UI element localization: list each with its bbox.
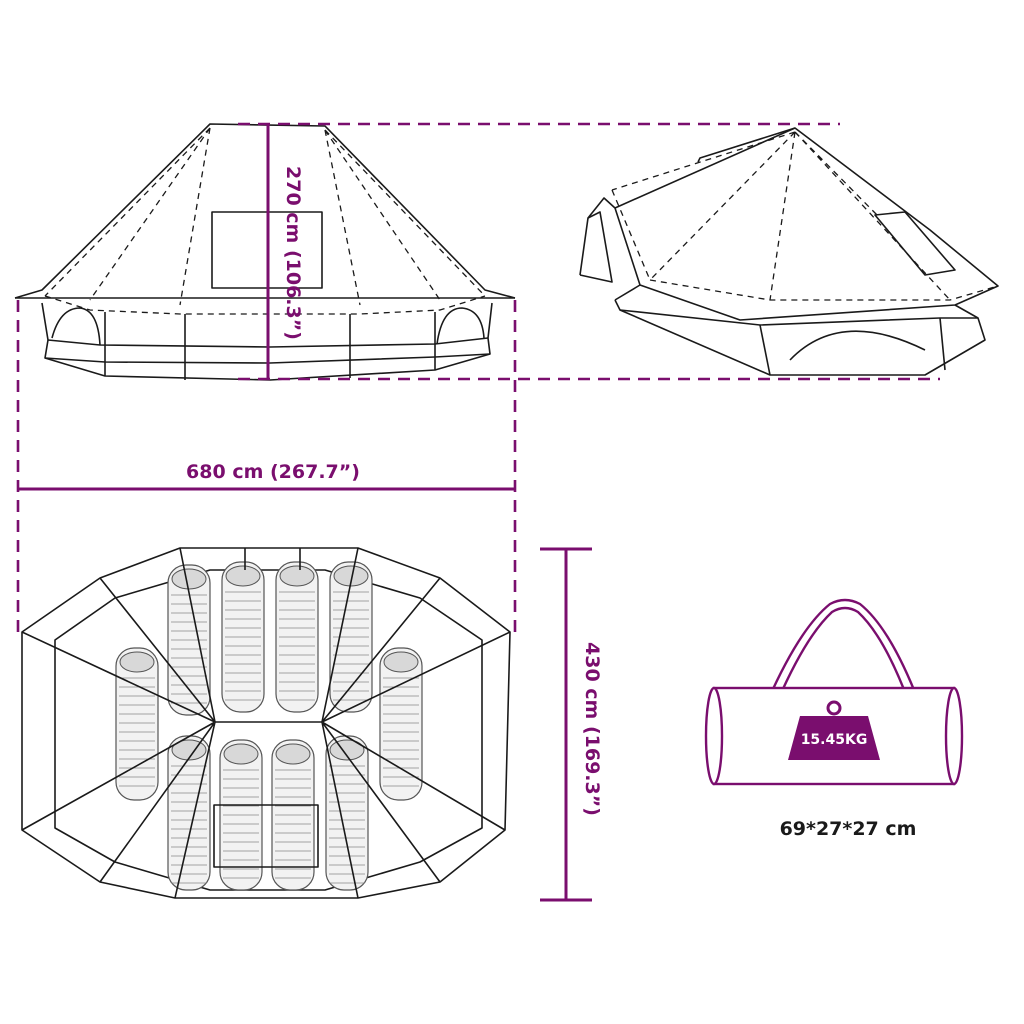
sleeping-bag [325, 735, 369, 891]
sleeping-bag [167, 564, 211, 716]
bag-weight-label: 15.45KG [801, 732, 868, 748]
bag-size-label: 69*27*27 cm [780, 818, 917, 840]
bag-handle [776, 606, 910, 701]
sleeping-bags [115, 561, 423, 891]
tent-door [213, 804, 319, 868]
bag-end-cap [704, 686, 724, 786]
bag-end-cap [944, 686, 964, 786]
tent-window [874, 211, 956, 276]
height-label: 270 cm (106.3”) [282, 166, 304, 340]
depth-label: 430 cm (169.3”) [581, 642, 603, 816]
bag-handle [766, 598, 920, 701]
carry-bag: 15.45KG [704, 598, 964, 786]
tent-perspective-view [579, 127, 999, 376]
sleeping-bag [219, 739, 263, 891]
sleeping-bag [275, 561, 319, 713]
sleeping-bag [221, 561, 265, 713]
sleeping-bag [271, 739, 315, 891]
width-label: 680 cm (267.7”) [186, 461, 360, 483]
sleeping-bag [115, 647, 159, 801]
sleeping-bag [167, 735, 211, 891]
tent-front-view [14, 123, 516, 381]
dimension-lines [16, 122, 940, 902]
tent-floor-plan [21, 547, 511, 899]
weight-icon [788, 700, 880, 760]
